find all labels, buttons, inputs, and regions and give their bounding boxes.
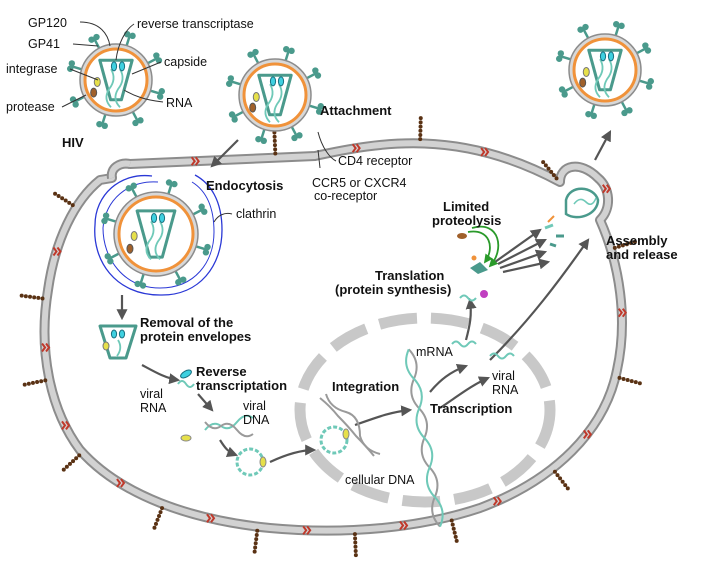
released-virion (555, 20, 655, 120)
label-ccr5-line1: CCR5 or CXCR4 (312, 176, 407, 190)
stage-endocytosis: Endocytosis (206, 178, 283, 193)
label-rna: RNA (166, 96, 193, 110)
label-viral-dna-line2: DNA (243, 413, 270, 427)
cd4-receptor-glyph (41, 342, 51, 353)
label-clathrin: clathrin (236, 207, 276, 221)
attaching-virion (225, 45, 325, 145)
proteolysis-arrows (467, 225, 500, 268)
cd4-receptor-glyph (351, 143, 361, 153)
coreceptor-chains (19, 116, 642, 558)
coreceptor-chain (449, 518, 459, 543)
endocytosed-virion (101, 179, 211, 289)
stage-integration: Integration (332, 379, 399, 394)
hiv-virion (66, 30, 166, 130)
coreceptor-chain (272, 130, 278, 156)
label-cd4-receptor: CD4 receptor (338, 154, 412, 168)
label-viral-rna-1-line1: viral (140, 387, 163, 401)
cd4-receptor-glyph (206, 513, 216, 523)
stage-proteolysis-line1: Limited (443, 199, 489, 214)
coreceptor-chain (552, 469, 570, 491)
coreceptor-chain (252, 528, 260, 554)
cd4-receptor-glyph (583, 429, 593, 440)
label-ccr5-line2: co-receptor (314, 189, 377, 203)
cd4-receptor-glyph (116, 478, 126, 488)
uncoated-capsid (98, 324, 138, 360)
cd4-receptor-glyph (190, 156, 200, 166)
stage-reverse-line2: transcriptation (196, 378, 287, 393)
stage-reverse-line1: Reverse (196, 364, 247, 379)
cd4-receptor-glyph (52, 246, 62, 257)
cd4-receptor-glyph (61, 420, 71, 430)
cd4-receptors (41, 143, 627, 535)
label-gp120: GP120 (28, 16, 67, 30)
coreceptor-chain (53, 191, 75, 208)
label-viral-rna-2-line2: RNA (492, 383, 519, 397)
stage-translation-line2: (protein synthesis) (335, 282, 451, 297)
nucleus-envelope (294, 312, 556, 508)
stage-proteolysis-line2: proteolysis (432, 213, 501, 228)
coreceptor-chain (152, 506, 165, 530)
stage-removal-line1: Removal of the (140, 315, 233, 330)
molecule-labels: viral RNA viral DNA cellular DNA mRNA vi… (140, 345, 519, 487)
stage-assembly-line1: Assembly (606, 233, 668, 248)
cd4-receptor-glyph (601, 184, 612, 194)
label-protease: protease (6, 100, 55, 114)
budding-capsid (564, 187, 600, 219)
label-viral-rna-1-line2: RNA (140, 401, 167, 415)
stage-assembly-line2: and release (606, 247, 678, 262)
cd4-receptor-glyph (302, 525, 312, 535)
label-viral-dna-line1: viral (243, 399, 266, 413)
virion-labels: GP120 GP41 integrase protease reverse tr… (6, 16, 254, 150)
cell-membrane (39, 138, 627, 536)
coreceptor-chain (612, 239, 637, 250)
coreceptor-chain (61, 453, 82, 472)
label-cellular-dna: cellular DNA (345, 473, 415, 487)
stage-attachment: Attachment (320, 103, 392, 118)
label-capside: capside (164, 55, 207, 69)
stage-removal-line2: protein envelopes (140, 329, 251, 344)
label-viral-rna-2-line1: viral (492, 369, 515, 383)
coreceptor-chain (617, 375, 642, 386)
coreceptor-chain (541, 160, 559, 181)
label-hiv: HIV (62, 135, 84, 150)
coreceptor-chain (22, 378, 48, 387)
stage-translation-line1: Translation (375, 268, 444, 283)
cd4-receptor-glyph (399, 520, 409, 531)
cd4-receptor-glyph (617, 308, 627, 318)
molecules (177, 215, 564, 528)
receptor-labels: CD4 receptor CCR5 or CXCR4 co-receptor c… (236, 154, 412, 221)
stage-transcription: Transcription (430, 401, 512, 416)
label-reverse-transcriptase: reverse transcriptase (137, 17, 254, 31)
stage-labels: Attachment Endocytosis Removal of the pr… (140, 103, 678, 416)
cd4-receptor-glyph (492, 496, 502, 506)
cd4-receptor-glyph (480, 147, 490, 157)
leader-lines (61, 21, 337, 223)
coreceptor-chain (352, 532, 358, 558)
process-arrows (116, 130, 612, 463)
label-gp41: GP41 (28, 37, 60, 51)
label-mrna: mRNA (416, 345, 453, 359)
coreceptor-chain (19, 293, 45, 301)
coreceptor-chain (418, 116, 423, 142)
label-integrase: integrase (6, 62, 57, 76)
